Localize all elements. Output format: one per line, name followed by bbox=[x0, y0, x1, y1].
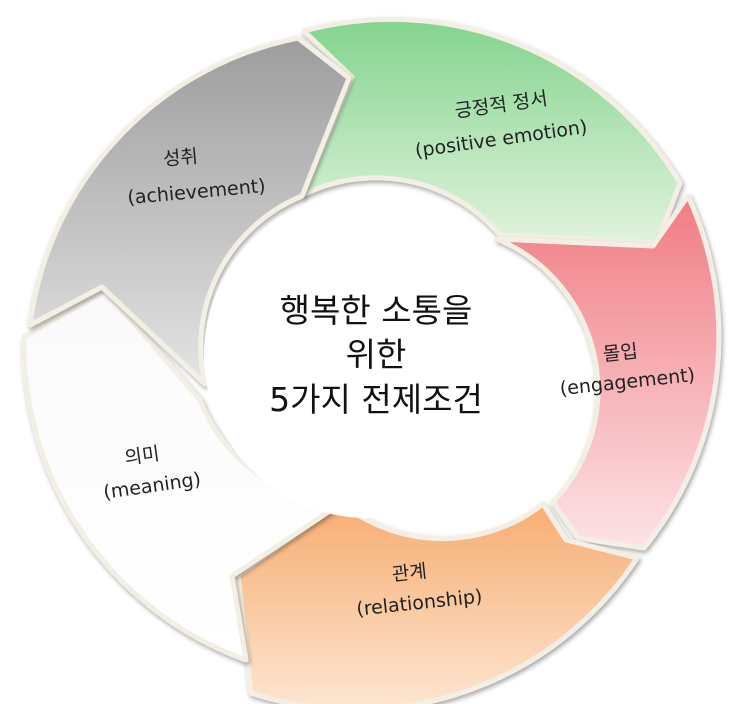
label-engagement-ko: 몰입 bbox=[602, 340, 639, 366]
segment-positive-emotion bbox=[300, 16, 683, 246]
segment-engagement bbox=[494, 193, 722, 551]
center-title-line-1: 행복한 소통을 bbox=[280, 291, 473, 330]
label-meaning-ko: 의미 bbox=[123, 443, 161, 470]
center-title-line-2: 위한 bbox=[346, 335, 407, 374]
segment-achievement bbox=[27, 35, 352, 387]
segment-relationship bbox=[235, 500, 640, 704]
center-circle bbox=[204, 192, 530, 518]
label-achievement-ko: 성취 bbox=[162, 146, 199, 171]
label-relationship-ko: 관계 bbox=[391, 560, 428, 586]
center-title-line-3: 5가지 전제조건 bbox=[269, 380, 483, 419]
